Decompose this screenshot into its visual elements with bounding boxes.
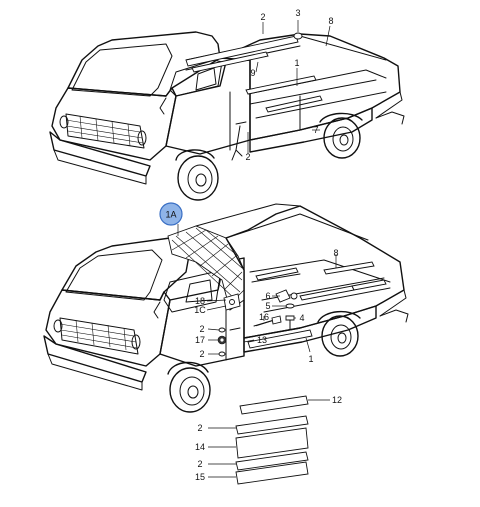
top-van-illustration: [49, 31, 405, 201]
callout-top-8: 8: [328, 16, 333, 26]
badge-1a-label: 1A: [165, 210, 176, 220]
callout-top-1: 1: [294, 58, 299, 68]
callout-top-2: 2: [260, 12, 265, 22]
callout-mid-4: 4: [299, 313, 304, 323]
callout-strip-12: 12: [332, 395, 342, 405]
top-van-leaders: [247, 20, 331, 154]
loose-strips-illustration: [235, 395, 309, 485]
callout-mid-6: 6: [265, 291, 270, 301]
badge-1a-circle[interactable]: [159, 202, 183, 226]
callout-top-2b: 2: [245, 152, 250, 162]
callout-mid-17: 17: [195, 335, 205, 345]
bottom-van-leaders: [177, 224, 337, 355]
callout-mid-18: 18: [195, 296, 205, 306]
callout-strip-14: 14: [195, 442, 205, 452]
callout-mid-16: 16: [259, 312, 269, 322]
callout-mid-2b: 2: [199, 349, 204, 359]
callout-top-3: 3: [295, 8, 300, 18]
callout-mid-5: 5: [265, 301, 270, 311]
strip-leaders: [208, 399, 330, 478]
callout-mid-13: 13: [257, 335, 267, 345]
callout-top-9: 9: [250, 68, 255, 78]
bottom-van-illustration: [43, 203, 409, 413]
callout-strip-2a: 2: [197, 423, 202, 433]
callout-strip-15: 15: [195, 472, 205, 482]
callout-strip-2b: 2: [197, 459, 202, 469]
callout-mid-8: 8: [333, 248, 338, 258]
callout-mid-1c: 1C: [194, 305, 206, 315]
callout-mid-1: 1: [308, 354, 313, 364]
callout-numbers: 2 3 8 9 1 2 7 8 18 1C 6 5 16 4 2 17 2 13…: [194, 8, 342, 482]
callout-top-7: 7: [313, 125, 318, 135]
callout-mid-2a: 2: [199, 324, 204, 334]
